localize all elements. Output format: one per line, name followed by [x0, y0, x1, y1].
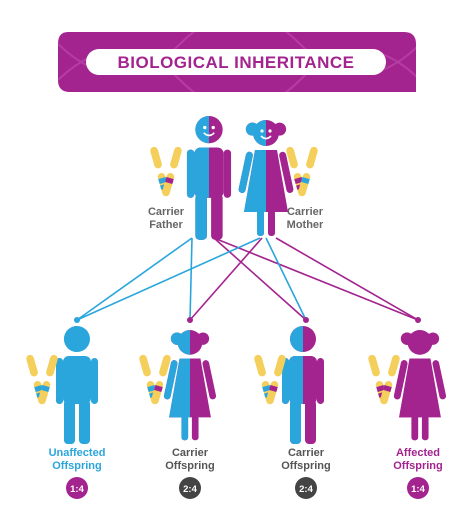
line-mother-carrier2 — [265, 237, 307, 321]
line-mother-unaffected — [76, 237, 261, 321]
line-father-carrier1 — [189, 237, 193, 321]
carrier2-chromosomes — [254, 354, 286, 405]
ratio-text: 2:4 — [183, 484, 197, 495]
inheritance-lines — [74, 237, 421, 323]
carrier-father-figure — [186, 115, 232, 240]
carrier1-chromosomes — [139, 354, 171, 405]
parent-label-line2: Mother — [287, 219, 324, 231]
offspring-label-line1: Carrier — [288, 447, 325, 459]
parent-label-line1: Carrier — [148, 206, 185, 218]
ratio-text: 1:4 — [70, 484, 84, 495]
offspring-label-line1: Unaffected — [49, 447, 106, 459]
page-title: BIOLOGICAL INHERITANCE — [117, 53, 354, 72]
carrier-offspring-boy-figure — [282, 326, 324, 444]
offspring-label-line2: Offspring — [393, 460, 443, 472]
ratio-badge — [179, 477, 201, 499]
line-mother-carrier1 — [189, 237, 263, 321]
affected-chromosomes — [368, 354, 400, 405]
father-chromosomes — [150, 146, 182, 197]
line-father-unaffected — [76, 237, 193, 321]
line-father-affected — [213, 237, 419, 321]
ratio-text: 1:4 — [411, 484, 425, 495]
line-mother-affected — [275, 237, 419, 321]
mother-chromosomes — [286, 146, 318, 197]
offspring-label-line2: Offspring — [281, 460, 331, 472]
ratio-badge — [407, 477, 429, 499]
offspring-label-line2: Offspring — [165, 460, 215, 472]
parent-label-line2: Father — [149, 219, 183, 231]
ratio-badge — [66, 477, 88, 499]
unaffected-chromosomes — [26, 354, 58, 405]
carrier-offspring-girl-figure — [163, 330, 217, 441]
affected-offspring-figure — [393, 330, 447, 441]
line-father-carrier2 — [213, 237, 307, 321]
ratio-text: 2:4 — [299, 484, 313, 495]
offspring-label-line1: Carrier — [172, 447, 209, 459]
carrier-mother-figure — [238, 120, 294, 236]
offspring-label-line2: Offspring — [52, 460, 102, 472]
title-banner: BIOLOGICAL INHERITANCE — [58, 32, 416, 92]
offspring-label-line1: Affected — [396, 447, 440, 459]
parent-label-line1: Carrier — [287, 206, 324, 218]
unaffected-offspring-figure — [56, 326, 98, 444]
ratio-badge — [295, 477, 317, 499]
